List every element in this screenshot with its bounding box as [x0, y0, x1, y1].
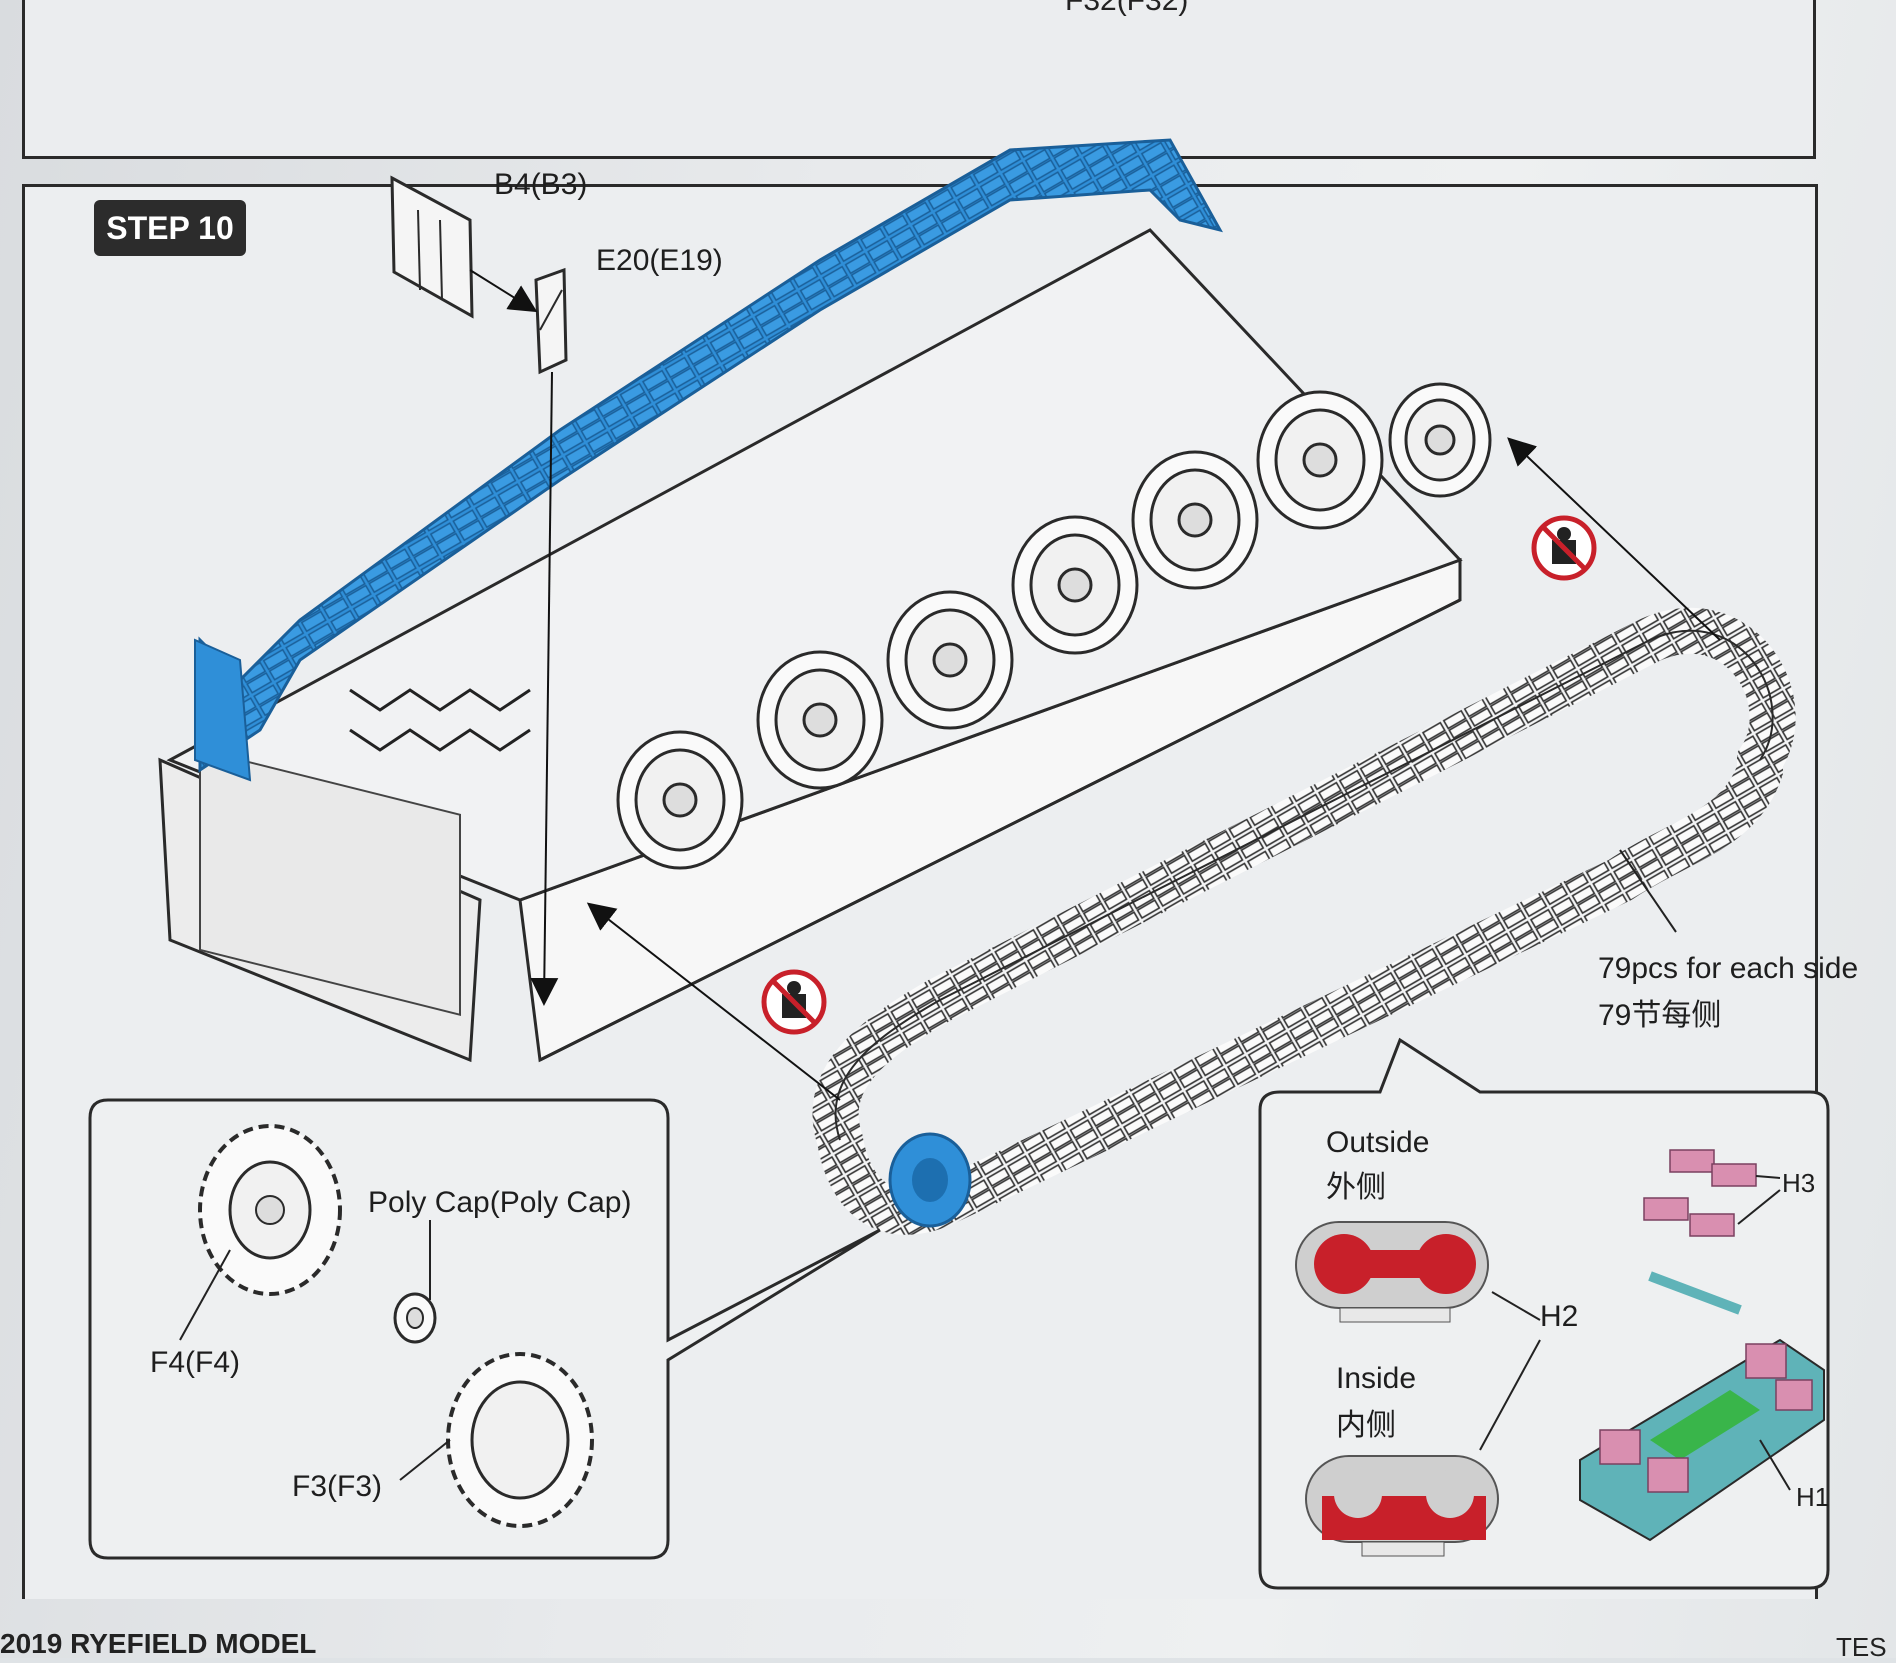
previous-step-panel: F32(F32): [22, 0, 1816, 159]
no-glue-icon: [1531, 515, 1597, 581]
part-label-e20: E20(E19): [596, 244, 723, 277]
part-label-h1: H1: [1796, 1482, 1830, 1512]
outside-label-en: Outside: [1326, 1126, 1430, 1159]
part-b4-drawing: [390, 175, 474, 319]
inside-link: [1305, 1455, 1499, 1557]
no-glue-icon: [761, 969, 827, 1035]
track-count-en: 79pcs for each side: [1598, 952, 1859, 985]
outside-link: [1295, 1221, 1489, 1323]
hull-side: [158, 228, 1463, 1063]
part-label-h3: H3: [1782, 1168, 1816, 1198]
part-label-b4: B4(B3): [494, 168, 588, 201]
part-label-f4: F4(F4): [150, 1346, 240, 1379]
track-link-callout: [1258, 1037, 1830, 1590]
step-badge: STEP 10: [94, 200, 246, 256]
part-e20-drawing: [534, 267, 568, 375]
inside-label-en: Inside: [1336, 1362, 1417, 1395]
track-loop: [812, 607, 1796, 1235]
road-wheels: [616, 382, 1492, 870]
part-label-h2: H2: [1540, 1300, 1579, 1333]
track-count-leader: [1619, 849, 1677, 933]
footer-copyright: 2019 RYEFIELD MODEL: [0, 1628, 317, 1659]
part-label-poly-cap: Poly Cap(Poly Cap): [368, 1186, 632, 1219]
outside-label-cn: 外侧: [1326, 1171, 1386, 1204]
sprocket-callout: [88, 1098, 881, 1560]
inside-label-cn: 内侧: [1336, 1409, 1396, 1442]
footer-right-text: TES: [1836, 1632, 1887, 1662]
previous-part-label: F32(F32): [1065, 0, 1189, 17]
installed-track-blue: [194, 138, 1223, 782]
pin-h2: [1648, 1271, 1742, 1315]
track-count-cn: 79节每侧: [1598, 999, 1722, 1032]
jig-h1: [1579, 1338, 1825, 1542]
part-label-f3: F3(F3): [292, 1470, 382, 1503]
link-parts-h3: [1643, 1149, 1757, 1237]
drive-sprocket-blue: [888, 1132, 972, 1228]
